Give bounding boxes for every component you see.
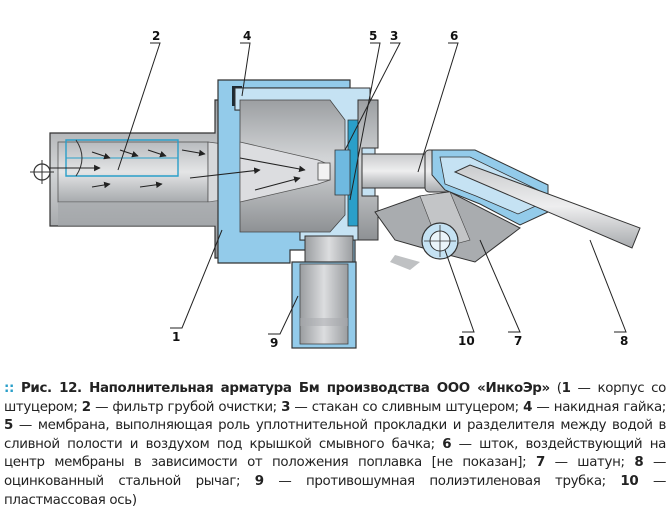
label-8: 8 — [620, 334, 628, 348]
caption-key-10: 10 — [620, 473, 639, 489]
housing-right-ring — [357, 99, 379, 241]
caption-text-1: — корпус со штуцером; — [4, 381, 667, 415]
inlet-symbol — [30, 160, 54, 184]
label-2: 2 — [152, 29, 160, 43]
cup-with-drain-fitting — [234, 87, 376, 241]
caption-text-4: — накидная гайка; — [532, 399, 666, 415]
label-10: 10 — [458, 334, 475, 348]
figure-caption: :: Рис. 12. Наполнительная арматура Бм п… — [4, 380, 666, 510]
caption-text-3: — стакан со сливным штуцером; — [290, 399, 524, 415]
caption-paren: ( — [549, 381, 562, 396]
valve-diagram: 2 4 5 3 6 1 9 10 7 8 — [30, 29, 641, 350]
caption-key-5: 5 — [4, 418, 13, 434]
label-9: 9 — [270, 336, 278, 350]
drain-outlet — [291, 235, 357, 349]
caption-text-6: — шток, воздействующий на центр мембраны… — [4, 436, 666, 471]
flow-arrows — [50, 149, 306, 191]
caption-key-6: 6 — [442, 436, 452, 452]
caption-key-4: 4 — [523, 399, 533, 415]
caption-marker: :: — [4, 381, 15, 396]
caption-key-3: 3 — [281, 399, 291, 415]
caption-key-1: 1 — [561, 381, 571, 396]
label-7: 7 — [514, 334, 522, 348]
caption-key-8: 8 — [634, 455, 644, 471]
label-5: 5 — [369, 29, 377, 43]
caption-text-5: — мембрана, выполняющая роль уплотнитель… — [4, 418, 666, 452]
label-6: 6 — [450, 29, 458, 43]
label-1: 1 — [172, 330, 180, 344]
steel-lever — [453, 164, 641, 249]
caption-text-2: — фильтр грубой очистки; — [90, 399, 282, 415]
caption-key-9: 9 — [254, 473, 264, 489]
plastic-axis — [421, 222, 459, 260]
caption-text-9: — противошумная полиэтиленовая трубка; — [263, 473, 621, 489]
caption-text-8: — оцинкованный стальной рычаг; — [4, 455, 666, 489]
caption-key-7: 7 — [535, 455, 545, 471]
figure-number: Рис. 12 — [20, 381, 78, 396]
label-4: 4 — [243, 29, 251, 43]
leader-lines — [117, 42, 627, 335]
caption-title: . Наполнительная арматура Бм производств… — [77, 381, 550, 396]
caption-text-7: — шатун; — [544, 455, 635, 471]
caption-key-2: 2 — [81, 399, 91, 415]
label-3: 3 — [390, 29, 398, 43]
